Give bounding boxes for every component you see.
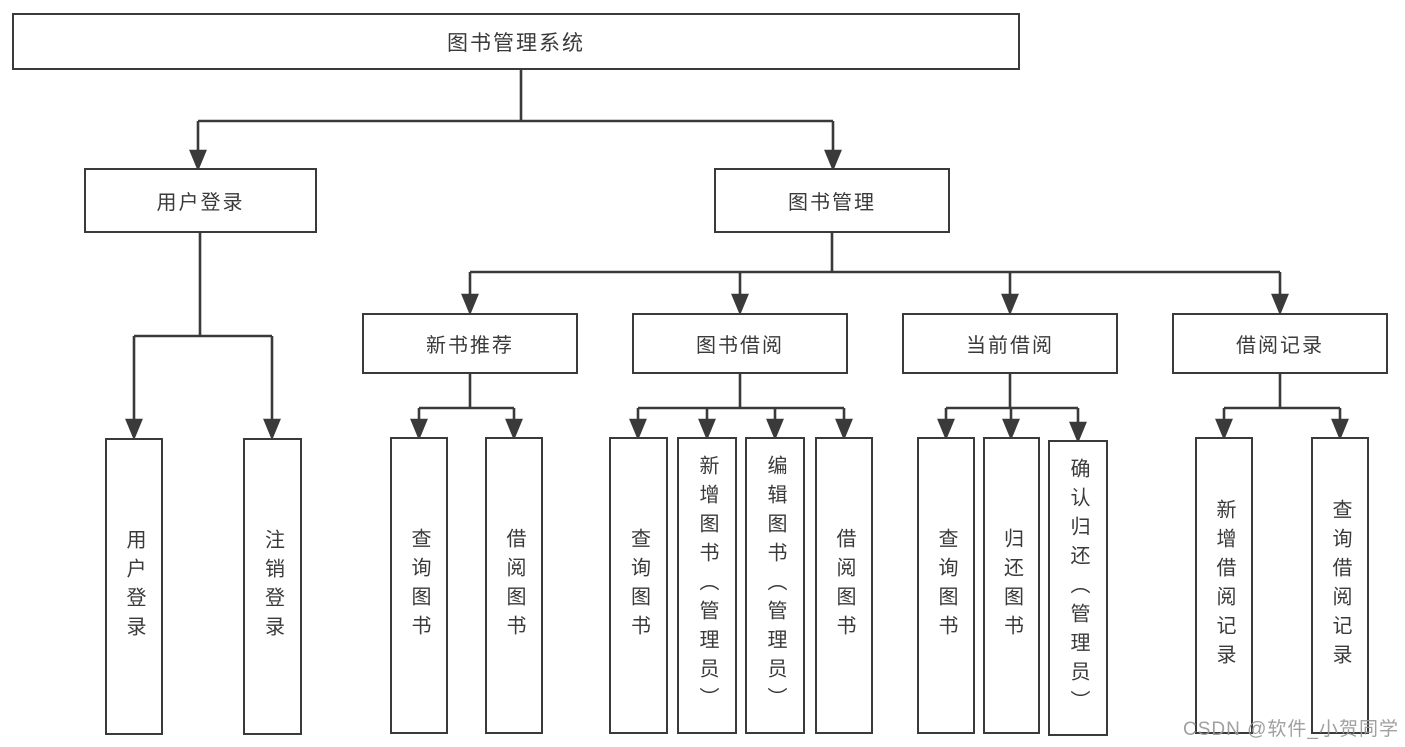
node-new-book-recommend: 新书推荐 [362, 313, 578, 374]
arrow-down-icon [698, 418, 716, 441]
node-label: 查询借阅记录 [1329, 498, 1351, 673]
node-leaf-borrow-book-1: 借阅图书 [485, 437, 543, 734]
node-leaf-query-book-3: 查询图书 [917, 437, 975, 734]
arrow-down-icon [731, 293, 749, 316]
arrow-down-icon [1271, 293, 1289, 316]
connector-book-borrow-to-children [629, 374, 853, 441]
arrow-down-icon [1002, 418, 1020, 441]
node-label: 新增借阅记录 [1213, 498, 1235, 673]
connector-current-borrow-to-children [937, 374, 1087, 444]
arrow-down-icon [461, 293, 479, 316]
node-leaf-query-borrow-record: 查询借阅记录 [1311, 437, 1369, 734]
node-book-management: 图书管理 [714, 168, 950, 233]
node-leaf-logout: 注销登录 [243, 438, 302, 735]
node-book-borrow: 图书借阅 [632, 313, 848, 374]
node-leaf-add-book-admin: 新增图书（管理员） [677, 437, 737, 734]
node-label: 图书借阅 [696, 335, 784, 357]
arrow-down-icon [263, 418, 281, 441]
arrow-down-icon [1215, 418, 1233, 441]
node-leaf-return-book: 归还图书 [983, 437, 1040, 734]
arrow-down-icon [824, 149, 842, 172]
arrow-down-icon [505, 418, 523, 441]
node-label: 查询图书 [627, 527, 650, 644]
node-leaf-query-book-1: 查询图书 [390, 437, 448, 734]
connector-book-mgmt-to-level3 [461, 233, 1289, 316]
node-label: 查询图书 [935, 527, 957, 644]
arrow-down-icon [1331, 418, 1349, 441]
arrow-down-icon [629, 418, 647, 441]
node-label: 用户登录 [123, 528, 145, 645]
node-leaf-borrow-book-2: 借阅图书 [815, 437, 873, 734]
node-label: 查询图书 [408, 527, 430, 644]
node-label: 归还图书 [1000, 527, 1023, 644]
node-user-login: 用户登录 [84, 168, 317, 233]
node-label: 借阅图书 [833, 527, 855, 644]
connector-user-login-to-children [125, 233, 281, 441]
node-label: 用户登录 [156, 192, 245, 214]
connector-root-to-level2 [189, 70, 842, 172]
node-leaf-user-login: 用户登录 [105, 438, 163, 735]
connector-new-book-rec-to-children [410, 374, 523, 441]
node-current-borrow: 当前借阅 [902, 313, 1118, 374]
node-leaf-confirm-return-admin: 确认归还（管理员） [1048, 440, 1108, 736]
arrow-down-icon [410, 418, 428, 441]
arrow-down-icon [937, 418, 955, 441]
node-label: 图书管理 [788, 192, 876, 214]
node-label: 借阅记录 [1236, 335, 1324, 357]
node-borrow-record: 借阅记录 [1172, 313, 1388, 374]
node-label: 确认归还（管理员） [1067, 457, 1089, 719]
node-leaf-edit-book-admin: 编辑图书（管理员） [745, 437, 805, 734]
node-label: 新增图书（管理员） [696, 455, 718, 716]
arrow-down-icon [125, 418, 143, 441]
arrow-down-icon [1001, 293, 1019, 316]
arrow-down-icon [835, 418, 853, 441]
node-label: 借阅图书 [503, 527, 525, 644]
arrow-down-icon [766, 418, 784, 441]
node-label: 图书管理系统 [447, 31, 585, 55]
node-label: 注销登录 [261, 528, 284, 645]
node-label: 新书推荐 [426, 335, 514, 357]
arrow-down-icon [189, 149, 207, 172]
arrow-down-icon [1069, 421, 1087, 444]
csdn-watermark: CSDN @软件_小贺同学 [1183, 719, 1399, 740]
node-label: 编辑图书（管理员） [764, 455, 786, 716]
node-leaf-query-book-2: 查询图书 [609, 437, 668, 734]
connector-borrow-record-to-children [1215, 374, 1349, 441]
node-library-management-system: 图书管理系统 [12, 13, 1020, 70]
node-leaf-add-borrow-record: 新增借阅记录 [1195, 437, 1253, 734]
node-label: 当前借阅 [966, 335, 1054, 357]
